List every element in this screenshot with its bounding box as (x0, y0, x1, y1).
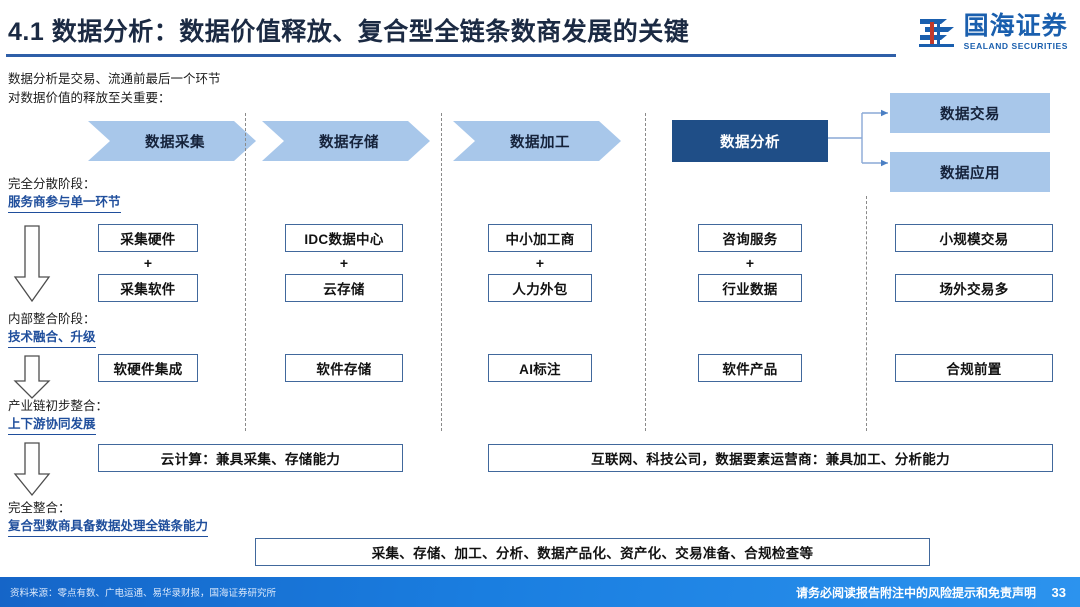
flow-step-1-label: 数据采集 (145, 134, 205, 151)
flow-step-1[interactable]: 数据采集 (88, 121, 256, 161)
footer-page-number: 33 (1051, 584, 1066, 600)
branch-box-application[interactable]: 数据应用 (890, 152, 1050, 192)
dispersed-plus-col4: + (745, 255, 755, 271)
stage-4-subtitle: 复合型数商具备数据处理全链条能力 (8, 518, 209, 537)
flow-step-2[interactable]: 数据存储 (262, 121, 430, 161)
branch-box-application-label: 数据应用 (940, 165, 1000, 182)
full-integration-cell[interactable]: 采集、存储、加工、分析、数据产品化、资产化、交易准备、合规检查等 (255, 538, 930, 566)
stage-label-1: 完全分散阶段： 服务商参与单一环节 (8, 176, 121, 213)
flow-step-4-label: 数据分析 (720, 134, 780, 151)
flow-step-4-highlight[interactable]: 数据分析 (672, 120, 828, 162)
stage-3-title: 产业链初步整合： (8, 399, 109, 413)
internal-cell-2[interactable]: 软件存储 (285, 354, 403, 382)
chain-cell-2[interactable]: 互联网、科技公司，数据要素运营商：兼具加工、分析能力 (488, 444, 1053, 472)
stage-3-subtitle: 上下游协同发展 (8, 416, 96, 435)
internal-cell-4[interactable]: 软件产品 (698, 354, 802, 382)
footer-disclaimer-text: 请务必阅读报告附注中的风险提示和免责声明 (795, 585, 1036, 600)
sealand-logo-mark-icon (917, 14, 957, 50)
dispersed-cell-col2-bottom[interactable]: 云存储 (285, 274, 403, 302)
column-separator-1 (245, 113, 246, 431)
stage-2-down-arrow-icon (12, 355, 52, 400)
dispersed-cell-col1-top[interactable]: 采集硬件 (98, 224, 198, 252)
flow-step-3[interactable]: 数据加工 (453, 121, 621, 161)
intro-text: 数据分析是交易、流通前最后一个环节 对数据价值的释放至关重要： (8, 70, 221, 108)
stage-label-4: 完全整合： 复合型数商具备数据处理全链条能力 (8, 500, 209, 537)
footer-source-text: 资料来源：零点有数、广电运通、易华录财报，国海证券研究所 (10, 588, 277, 599)
branch-box-trade[interactable]: 数据交易 (890, 93, 1050, 133)
stage-label-2: 内部整合阶段： 技术融合、升级 (8, 311, 96, 348)
title-underline-rule (6, 54, 896, 57)
stage-1-subtitle: 服务商参与单一环节 (8, 194, 121, 213)
stage-2-title: 内部整合阶段： (8, 312, 96, 326)
chain-cell-1[interactable]: 云计算：兼具采集、存储能力 (98, 444, 403, 472)
logo-name-cn: 国海证券 (963, 12, 1068, 40)
stage-2-subtitle: 技术融合、升级 (8, 329, 96, 348)
flow-step-3-label: 数据加工 (510, 134, 570, 151)
stage-1-down-arrow-icon (12, 225, 52, 303)
stage-4-title: 完全整合： (8, 501, 71, 515)
logo-text: 国海证券 SEALAND SECURITIES (964, 14, 1068, 51)
dispersed-cell-col3-top[interactable]: 中小加工商 (488, 224, 592, 252)
internal-cell-5[interactable]: 合规前置 (895, 354, 1053, 382)
logo-name-en: SEALAND SECURITIES (963, 41, 1068, 51)
intro-line-1: 数据分析是交易、流通前最后一个环节 (8, 72, 221, 86)
dispersed-plus-col1: + (143, 255, 153, 271)
branch-box-trade-label: 数据交易 (940, 106, 1000, 123)
dispersed-cell-col5-bottom[interactable]: 场外交易多 (895, 274, 1053, 302)
dispersed-plus-col3: + (535, 255, 545, 271)
stage-1-title: 完全分散阶段： (8, 177, 96, 191)
slide-footer: 资料来源：零点有数、广电运通、易华录财报，国海证券研究所 请务必阅读报告附注中的… (0, 577, 1080, 607)
logo-glyph-icon (918, 19, 954, 48)
stage-3-down-arrow-icon (12, 442, 52, 497)
dispersed-cell-col4-top[interactable]: 咨询服务 (698, 224, 802, 252)
internal-cell-1[interactable]: 软硬件集成 (98, 354, 198, 382)
dispersed-cell-col5-top[interactable]: 小规模交易 (895, 224, 1053, 252)
column-separator-2 (441, 113, 442, 431)
dispersed-cell-col2-top[interactable]: IDC数据中心 (285, 224, 403, 252)
column-separator-4 (866, 196, 867, 431)
dispersed-plus-col2: + (339, 255, 349, 271)
dispersed-cell-col4-bottom[interactable]: 行业数据 (698, 274, 802, 302)
page-title: 4.1 数据分析：数据价值释放、复合型全链条数商发展的关键 (8, 18, 690, 46)
column-separator-3 (645, 113, 646, 431)
stage-label-3: 产业链初步整合： 上下游协同发展 (8, 398, 108, 435)
internal-cell-3[interactable]: AI标注 (488, 354, 592, 382)
intro-line-2: 对数据价值的释放至关重要： (8, 90, 171, 105)
dispersed-cell-col1-bottom[interactable]: 采集软件 (98, 274, 198, 302)
company-logo: 国海证券 SEALAND SECURITIES (917, 14, 1068, 51)
dispersed-cell-col3-bottom[interactable]: 人力外包 (488, 274, 592, 302)
flow-step-2-label: 数据存储 (319, 134, 379, 151)
slide-header: 4.1 数据分析：数据价值释放、复合型全链条数商发展的关键 国海证券 SEALA… (0, 0, 1080, 62)
